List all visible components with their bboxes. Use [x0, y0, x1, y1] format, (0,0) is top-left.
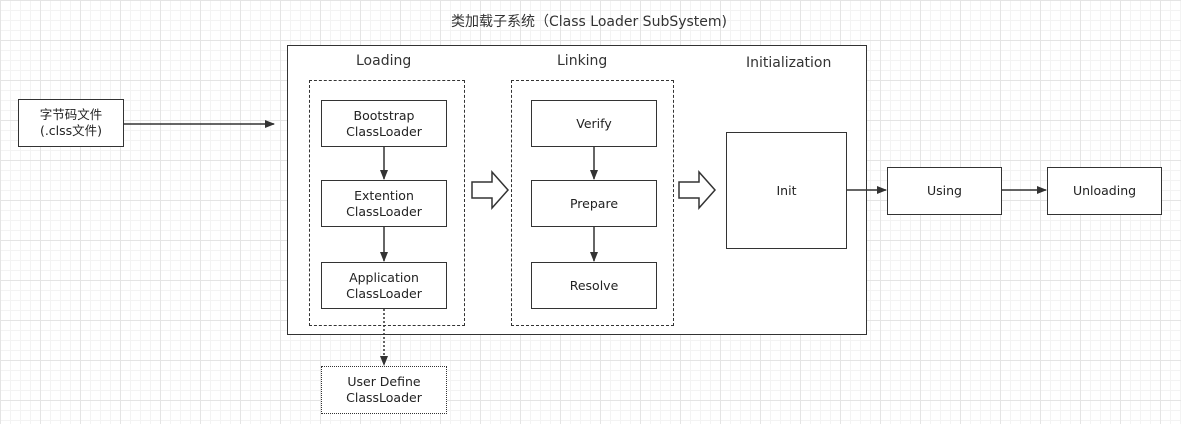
bytecode-file-label: 字节码文件 (.clss文件) [39, 107, 103, 138]
bootstrap-classloader-label: Bootstrap ClassLoader [346, 107, 422, 139]
block-arrow-loading-to-linking [471, 170, 510, 210]
bootstrap-classloader-box: Bootstrap ClassLoader [321, 100, 447, 147]
user-define-classloader-box: User Define ClassLoader [321, 366, 447, 414]
application-classloader-label: Application ClassLoader [346, 269, 422, 301]
resolve-label: Resolve [569, 277, 619, 293]
diagram-title: 类加载子系统（Class Loader SubSystem) [451, 14, 728, 30]
linking-section-label: Linking [557, 53, 608, 69]
unloading-label: Unloading [1072, 183, 1137, 198]
initialization-section-label: Initialization [746, 55, 832, 71]
resolve-box: Resolve [531, 262, 657, 309]
prepare-label: Prepare [569, 195, 619, 211]
extention-classloader-label: Extention ClassLoader [346, 187, 422, 219]
user-define-classloader-label: User Define ClassLoader [346, 374, 422, 405]
linking-group [511, 80, 674, 326]
loading-group [309, 80, 465, 326]
bytecode-file-box: 字节码文件 (.clss文件) [18, 99, 124, 147]
using-label: Using [927, 183, 962, 198]
init-box: Init [726, 132, 847, 249]
extention-classloader-box: Extention ClassLoader [321, 180, 447, 227]
init-label: Init [776, 182, 797, 198]
unloading-box: Unloading [1047, 167, 1162, 215]
verify-box: Verify [531, 100, 657, 147]
verify-label: Verify [576, 115, 612, 131]
prepare-box: Prepare [531, 180, 657, 227]
loading-section-label: Loading [356, 53, 412, 69]
block-arrow-linking-to-initialization [678, 170, 717, 210]
application-classloader-box: Application ClassLoader [321, 262, 447, 309]
using-box: Using [887, 167, 1002, 215]
